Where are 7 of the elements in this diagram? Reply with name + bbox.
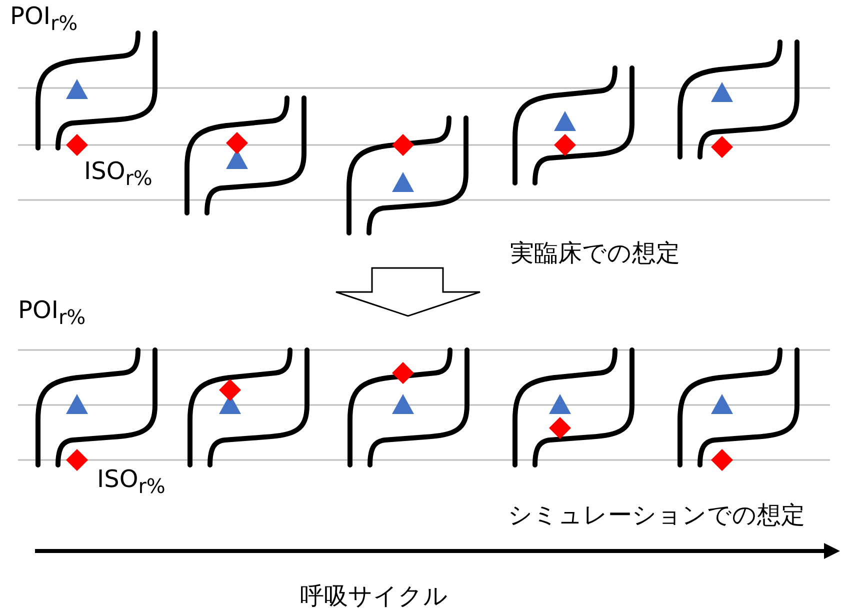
axis-label: POI$_{r%}$	[10, 3, 78, 34]
caption-text: 実臨床での想定	[510, 240, 680, 266]
axis-label: ISO$_{r%}$	[84, 158, 152, 189]
caption-text: シミュレーションでの想定	[508, 502, 805, 528]
axis-label: 呼吸サイクル	[300, 583, 448, 610]
axis-label: ISO$_{r%}$	[97, 466, 166, 497]
axis-label: POI$_{r%}$	[18, 297, 86, 328]
